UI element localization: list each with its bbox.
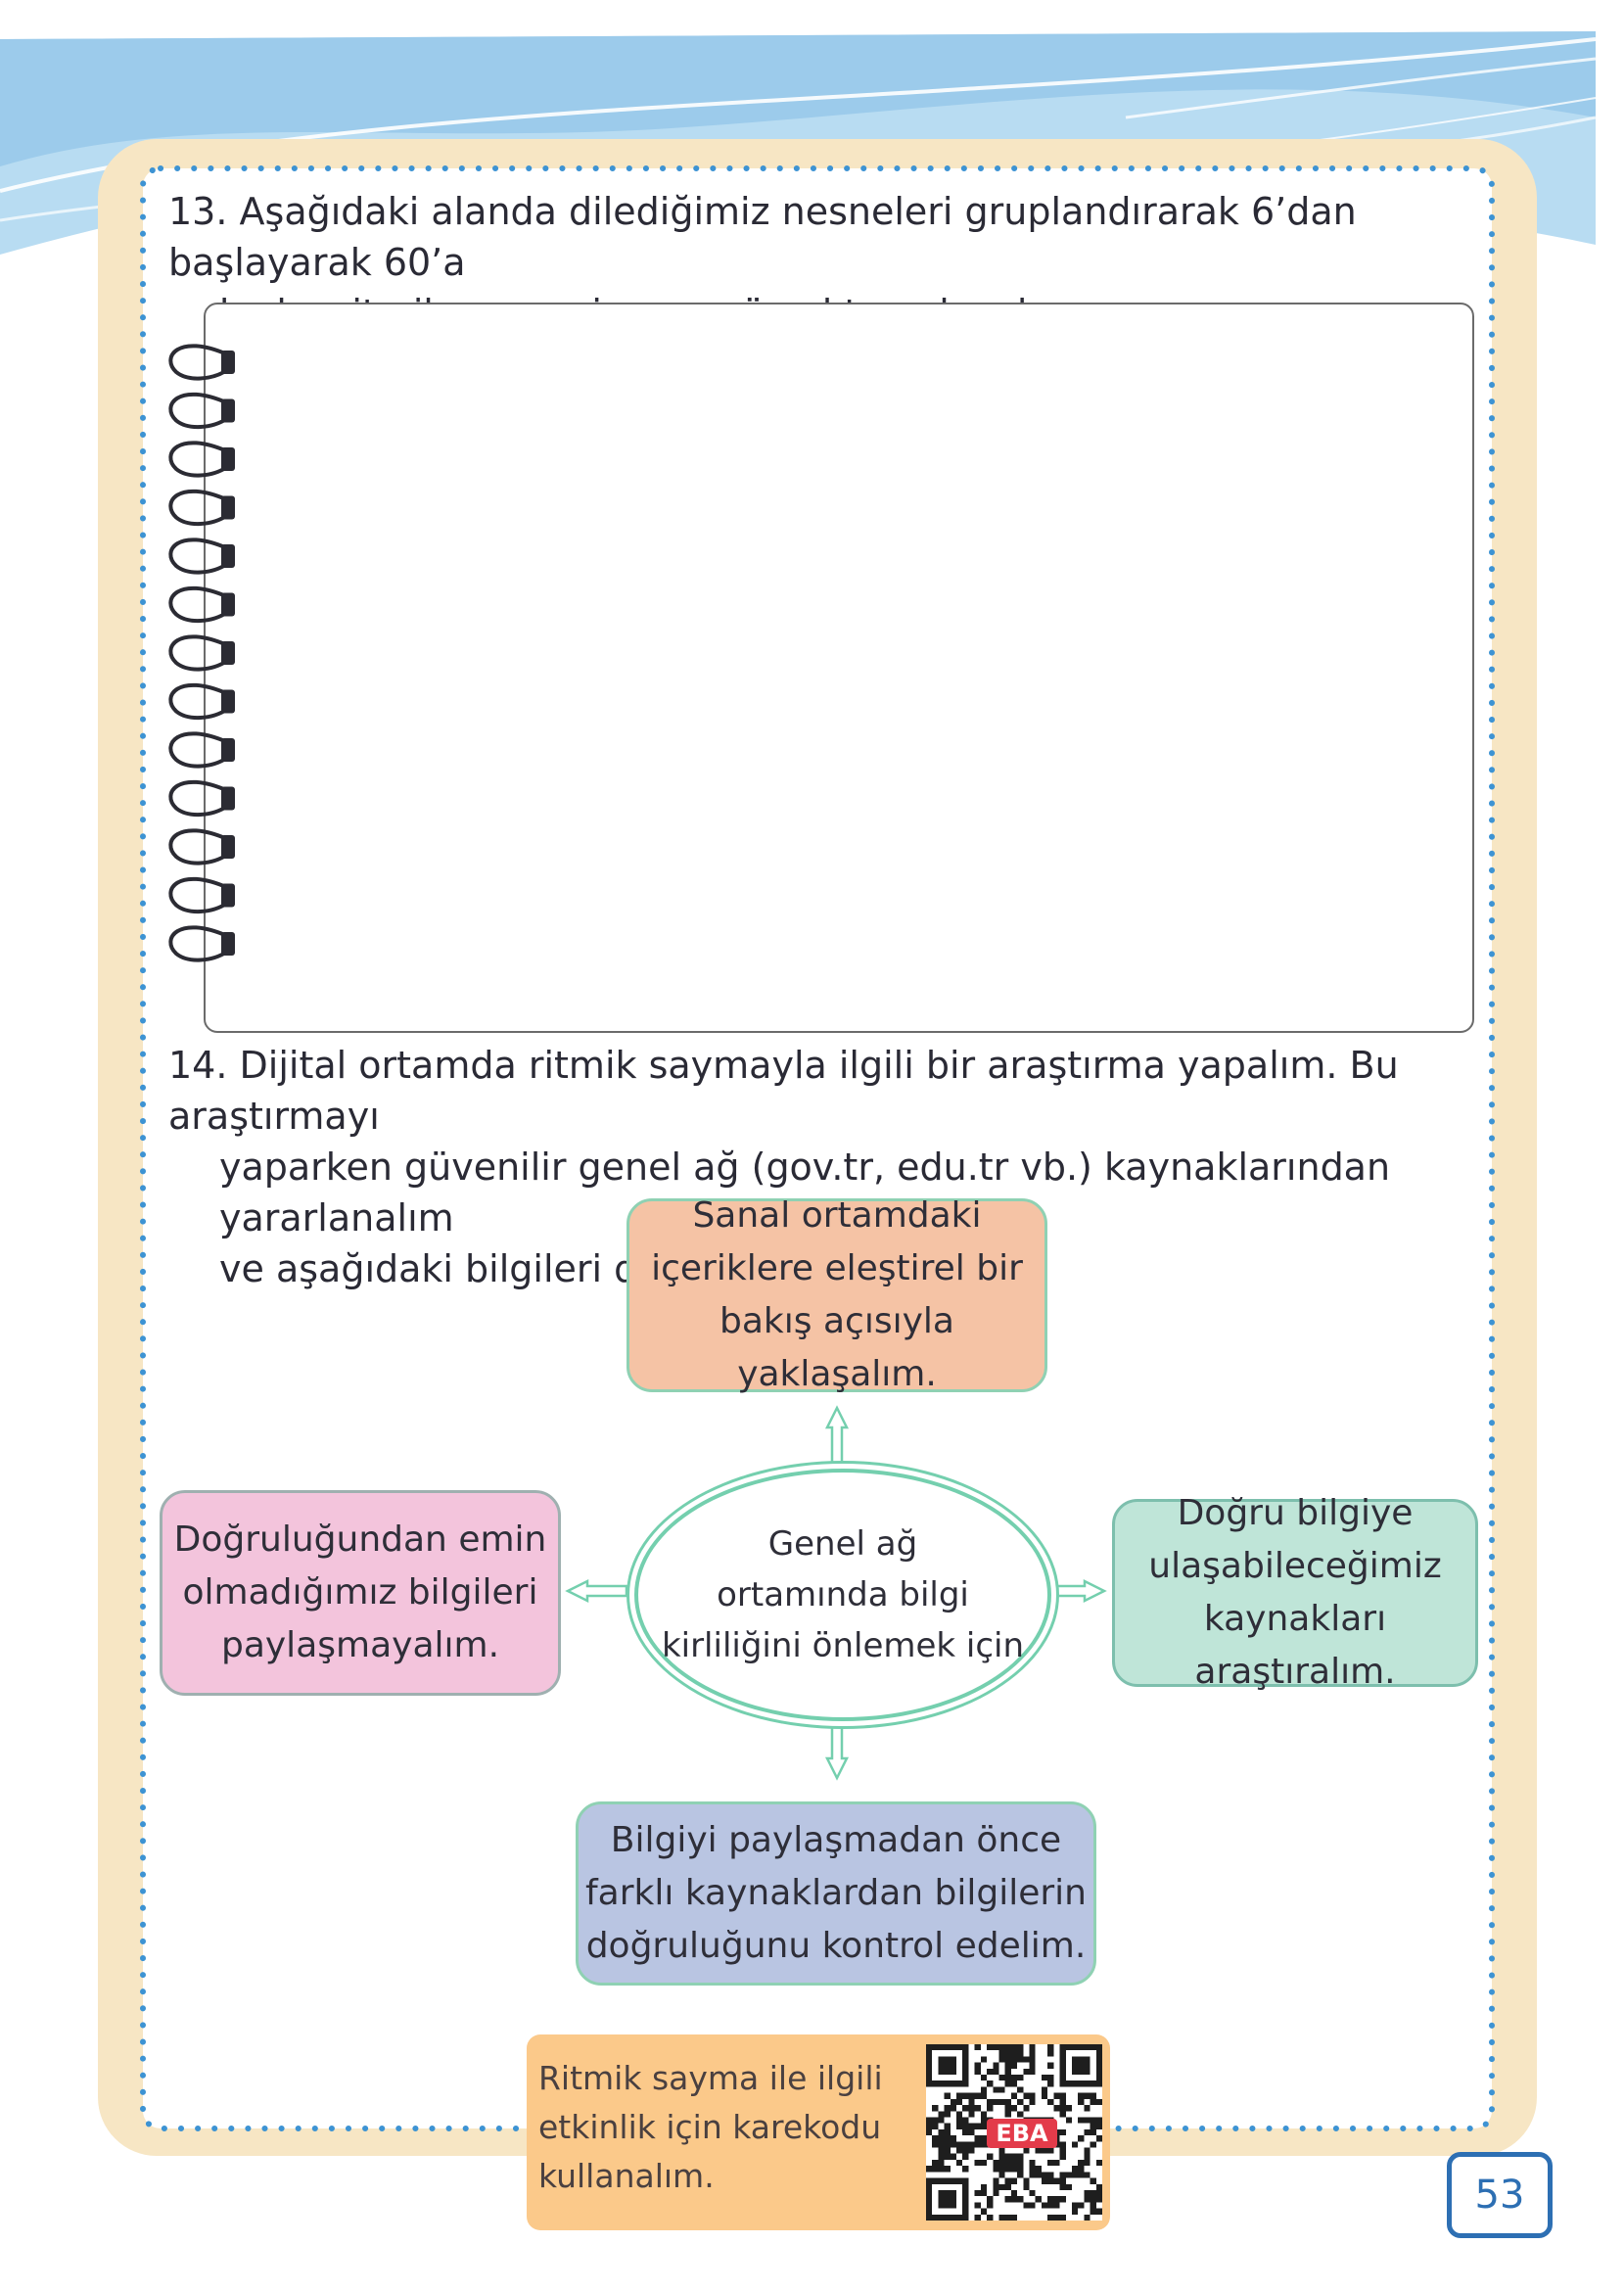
spiral-hole xyxy=(221,544,235,568)
spiral-hole xyxy=(221,738,235,762)
spiral-ring xyxy=(168,344,229,381)
box-text-line: paylaşmayalım. xyxy=(220,1625,500,1665)
center-text-line: Genel ağ xyxy=(767,1524,918,1564)
spiral-hole xyxy=(221,883,235,908)
question-text-line: Aşağıdaki alanda dilediğimiz nesneleri g… xyxy=(168,190,1357,284)
diagram-box-left: Doğruluğundan emin olmadığımız bilgileri… xyxy=(160,1490,561,1696)
spiral-ring xyxy=(168,731,229,769)
spiral-ring xyxy=(168,876,229,913)
spiral-ring xyxy=(168,682,229,720)
box-text-line: ulaşabileceğimiz xyxy=(1148,1546,1442,1586)
spiral-ring xyxy=(168,392,229,429)
diagram-center-ellipse: Genel ağ ortamında bilgi kirliliğini önl… xyxy=(634,1469,1051,1721)
spiral-hole xyxy=(221,835,235,859)
spiral-hole xyxy=(221,592,235,617)
spiral-ring xyxy=(168,779,229,817)
box-text-line: Doğru bilgiye xyxy=(1177,1493,1414,1533)
spiral-hole xyxy=(221,398,235,423)
box-text-line: olmadığımız bilgileri xyxy=(182,1572,538,1613)
question-number: 13. xyxy=(168,190,228,233)
spiral-ring xyxy=(168,828,229,865)
qr-text-line: kullanalım. xyxy=(538,2157,715,2195)
spiral-ring xyxy=(168,585,229,623)
question-text-line: Dijital ortamda ritmik saymayla ilgili b… xyxy=(168,1044,1399,1138)
spiral-hole xyxy=(221,689,235,714)
box-text-line: kaynakları araştıralım. xyxy=(1194,1599,1396,1692)
spiral-ring xyxy=(168,925,229,962)
spiral-hole xyxy=(221,351,235,374)
box-text-line: Bilgiyi paylaşmadan önce xyxy=(610,1820,1062,1860)
box-text-line: Doğruluğundan emin xyxy=(173,1520,547,1560)
qr-text-line: etkinlik için karekodu xyxy=(538,2108,882,2146)
drawing-area[interactable] xyxy=(204,303,1474,1033)
box-text-line: Sanal ortamdaki xyxy=(692,1195,982,1236)
box-text-line: bakış açısıyla yaklaşalım. xyxy=(719,1301,954,1394)
box-text-line: doğruluğunu kontrol edelim. xyxy=(585,1926,1087,1966)
diagram-box-top: Sanal ortamdaki içeriklere eleştirel bir… xyxy=(626,1195,1047,1394)
center-text-line: ortamında bilgi xyxy=(717,1575,969,1614)
qr-code-icon[interactable] xyxy=(926,2044,1102,2221)
eba-logo: EBA xyxy=(987,2119,1057,2148)
diagram-box-right: Doğru bilgiye ulaşabileceğimiz kaynaklar… xyxy=(1112,1493,1478,1692)
notebook-spiral-icon xyxy=(168,344,235,962)
diagram-box-bottom: Bilgiyi paylaşmadan önce farklı kaynakla… xyxy=(576,1801,1096,1986)
question-number: 14. xyxy=(168,1044,228,1087)
spiral-hole xyxy=(221,495,235,520)
page-number: 53 xyxy=(1447,2152,1553,2238)
spiral-ring xyxy=(168,634,229,672)
center-text-line: kirliliğini önlemek için xyxy=(661,1626,1025,1665)
box-text-line: farklı kaynaklardan bilgilerin xyxy=(584,1873,1087,1913)
qr-text-line: Ritmik sayma ile ilgili xyxy=(538,2059,883,2097)
box-text-line: içeriklere eleştirel bir xyxy=(651,1248,1023,1288)
spiral-hole xyxy=(221,786,235,811)
spiral-ring xyxy=(168,489,229,526)
spiral-hole xyxy=(221,641,235,665)
spiral-ring xyxy=(168,441,229,478)
question-text-line: yaparken güvenilir genel ağ (gov.tr, edu… xyxy=(219,1146,1391,1239)
spiral-ring xyxy=(168,538,229,575)
qr-instruction: Ritmik sayma ile ilgili etkinlik için ka… xyxy=(538,2054,891,2201)
spiral-hole xyxy=(221,447,235,471)
spiral-hole xyxy=(221,932,235,956)
